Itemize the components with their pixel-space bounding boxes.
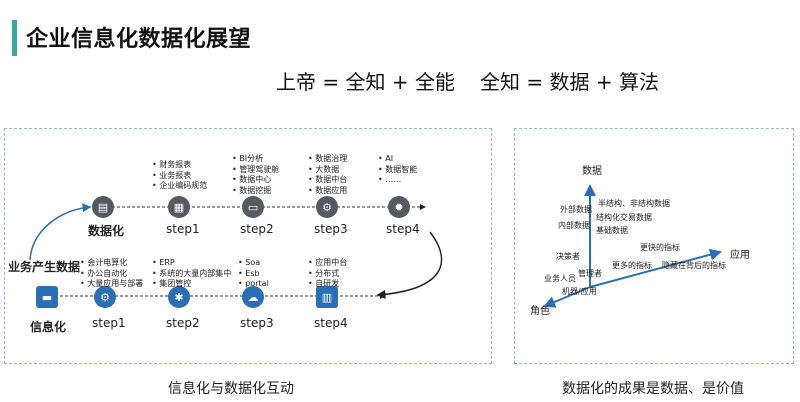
list-item: ERP (152, 258, 231, 269)
list-item: 财务报表 (152, 160, 207, 171)
list-item: 大量应用与部署 (80, 279, 143, 290)
start-label: 业务产生数据 (8, 260, 81, 274)
info-step2-label: step2 (166, 316, 200, 330)
list-item: 系统的大量内部集中 (152, 269, 231, 280)
monitor-icon: ▭ (242, 196, 264, 218)
calculator-icon: ▦ (168, 196, 190, 218)
list-item: 集团管控 (152, 279, 231, 290)
list-item: 企业编码规范 (152, 181, 207, 192)
list-item: 数据应用 (308, 186, 347, 197)
data-step4-list: AI 数据智能 …… (378, 154, 417, 186)
data-item: 外部数据 (560, 205, 592, 214)
application-item: 更快的指标 (640, 243, 680, 252)
application-item: 隐藏在背后的指标 (662, 261, 726, 270)
info-step3-label: step3 (240, 316, 274, 330)
list-item: …… (378, 175, 417, 186)
list-item: 管理驾驶舱 (232, 165, 279, 176)
platform-icon: ▥ (316, 286, 338, 308)
value-panel (514, 128, 794, 364)
title-accent-bar (12, 20, 17, 56)
interaction-panel (4, 128, 492, 364)
list-item: 业务报表 (152, 171, 207, 182)
info-step4-list: 应用中台 分布式 自研发 (308, 258, 347, 290)
list-item: 自研发 (308, 279, 347, 290)
feedback-curve (376, 231, 443, 299)
document-icon: ▤ (92, 196, 114, 218)
data-step1-label: step1 (166, 222, 200, 236)
data-step2-label: step2 (240, 222, 274, 236)
list-item: 应用中台 (308, 258, 347, 269)
data-row-label: 数据化 (88, 224, 125, 238)
info-step4-label: step4 (314, 316, 348, 330)
list-item: 数据中台 (308, 175, 347, 186)
application-item: 更多的指标 (612, 261, 652, 270)
data-item: 基础数据 (596, 226, 628, 235)
list-item: portal (238, 279, 269, 290)
interaction-caption: 信息化与数据化互动 (168, 381, 294, 397)
ai-brain-icon: ✹ (388, 196, 410, 218)
role-item: 业务人员 (544, 274, 576, 283)
network-icon: ✱ (168, 286, 190, 308)
list-item: Soa (238, 258, 269, 269)
data-step3-label: step3 (314, 222, 348, 236)
list-item: 数据中心 (232, 175, 279, 186)
info-step1-label: step1 (92, 316, 126, 330)
data-item: 半结构、非结构数据 (598, 199, 670, 208)
list-item: AI (378, 154, 417, 165)
data-step2-list: BI分析 管理驾驶舱 数据中心 数据挖掘 (232, 154, 279, 196)
info-step3-list: Soa Esb portal (238, 258, 269, 290)
formula-omniscience: 全知 = 数据 + 算法 (480, 70, 659, 94)
list-item: Esb (238, 269, 269, 280)
info-step2-list: ERP 系统的大量内部集中 集团管控 (152, 258, 231, 290)
axis-label-role: 角色 (530, 306, 550, 317)
data-step4-label: step4 (386, 222, 420, 236)
start-curve (29, 203, 92, 261)
list-item: 大数据 (308, 165, 347, 176)
role-item: 机器/应用 (562, 287, 597, 296)
data-step1-list: 财务报表 业务报表 企业编码规范 (152, 160, 207, 192)
list-item: 数据挖掘 (232, 186, 279, 197)
list-item: 会计电算化 (80, 258, 143, 269)
axis-application (589, 248, 722, 288)
role-item: 管理者 (578, 269, 602, 278)
page-title: 企业信息化数据化展望 (26, 27, 252, 52)
cloud-icon: ☁ (242, 286, 264, 308)
data-item: 内部数据 (558, 221, 590, 230)
value-caption: 数据化的成果是数据、是价值 (562, 381, 744, 397)
formula-god: 上帝 = 全知 + 全能 (276, 70, 455, 94)
list-item: 办公自动化 (80, 269, 143, 280)
data-step3-list: 数据治理 大数据 数据中台 数据应用 (308, 154, 347, 196)
data-item: 结构化交易数据 (596, 213, 652, 222)
info-row-label: 信息化 (30, 320, 67, 334)
computer-icon: ▬ (36, 286, 58, 308)
axis-label-data: 数据 (582, 166, 602, 177)
list-item: 分布式 (308, 269, 347, 280)
list-item: BI分析 (232, 154, 279, 165)
axis-label-application: 应用 (730, 250, 750, 261)
list-item: 数据智能 (378, 165, 417, 176)
list-item: 数据治理 (308, 154, 347, 165)
database-gear-icon: ⚙ (316, 196, 338, 218)
role-item: 决策者 (556, 252, 580, 261)
info-step1-list: 会计电算化 办公自动化 大量应用与部署 (80, 258, 143, 290)
gear-icon: ⚙ (94, 286, 116, 308)
axis-role (543, 286, 591, 308)
